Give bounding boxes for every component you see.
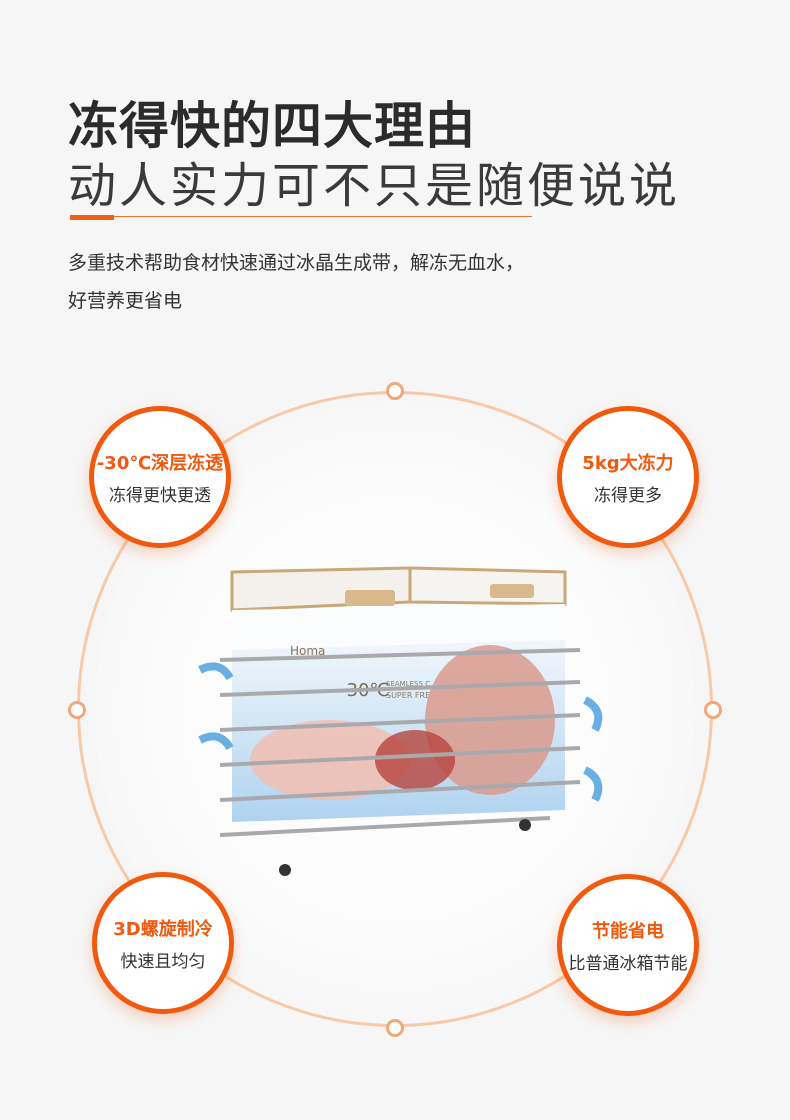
feature-text: 冻得更多 bbox=[594, 485, 662, 506]
orbit-dot bbox=[386, 1019, 404, 1037]
orbit-dot bbox=[704, 701, 722, 719]
orbit-dot bbox=[68, 701, 86, 719]
description-line: 多重技术帮助食材快速通过冰晶生成带，解冻无血水， bbox=[68, 252, 525, 274]
divider bbox=[70, 216, 532, 217]
freezer-image: Homa -30℃ SEAMLESS C SUPER FRE bbox=[198, 566, 603, 876]
feature-3d-spiral: 3D螺旋制冷 快速且均匀 bbox=[92, 872, 234, 1014]
spiral-coils bbox=[219, 648, 581, 837]
page-title: 冻得快的四大理由 bbox=[68, 97, 476, 155]
feature-deep-freeze: -30℃深层冻透 冻得更快更透 bbox=[89, 406, 231, 548]
feature-text: 快速且均匀 bbox=[120, 951, 206, 972]
feature-heading: 节能省电 bbox=[592, 920, 664, 942]
feature-text: 比普通冰箱节能 bbox=[568, 953, 688, 974]
feature-energy-saving: 节能省电 比普通冰箱节能 bbox=[557, 874, 699, 1016]
divider-accent bbox=[70, 215, 114, 220]
page-subtitle: 动人实力可不只是随便说说 bbox=[68, 158, 681, 214]
panel-text: SEAMLESS C bbox=[386, 680, 430, 688]
description-line: 好营养更省电 bbox=[68, 290, 183, 312]
feature-heading: 3D螺旋制冷 bbox=[113, 918, 213, 940]
brand-label: Homa bbox=[290, 644, 325, 658]
feature-heading: 5kg大冻力 bbox=[582, 452, 674, 474]
feature-heading: -30℃深层冻透 bbox=[96, 452, 224, 474]
orbit-dot bbox=[386, 382, 404, 400]
feature-freeze-capacity: 5kg大冻力 冻得更多 bbox=[557, 406, 699, 548]
panel-text: SUPER FRE bbox=[386, 691, 430, 700]
feature-text: 冻得更快更透 bbox=[109, 485, 211, 506]
description: 多重技术帮助食材快速通过冰晶生成带，解冻无血水， 好营养更省电 bbox=[68, 244, 524, 320]
